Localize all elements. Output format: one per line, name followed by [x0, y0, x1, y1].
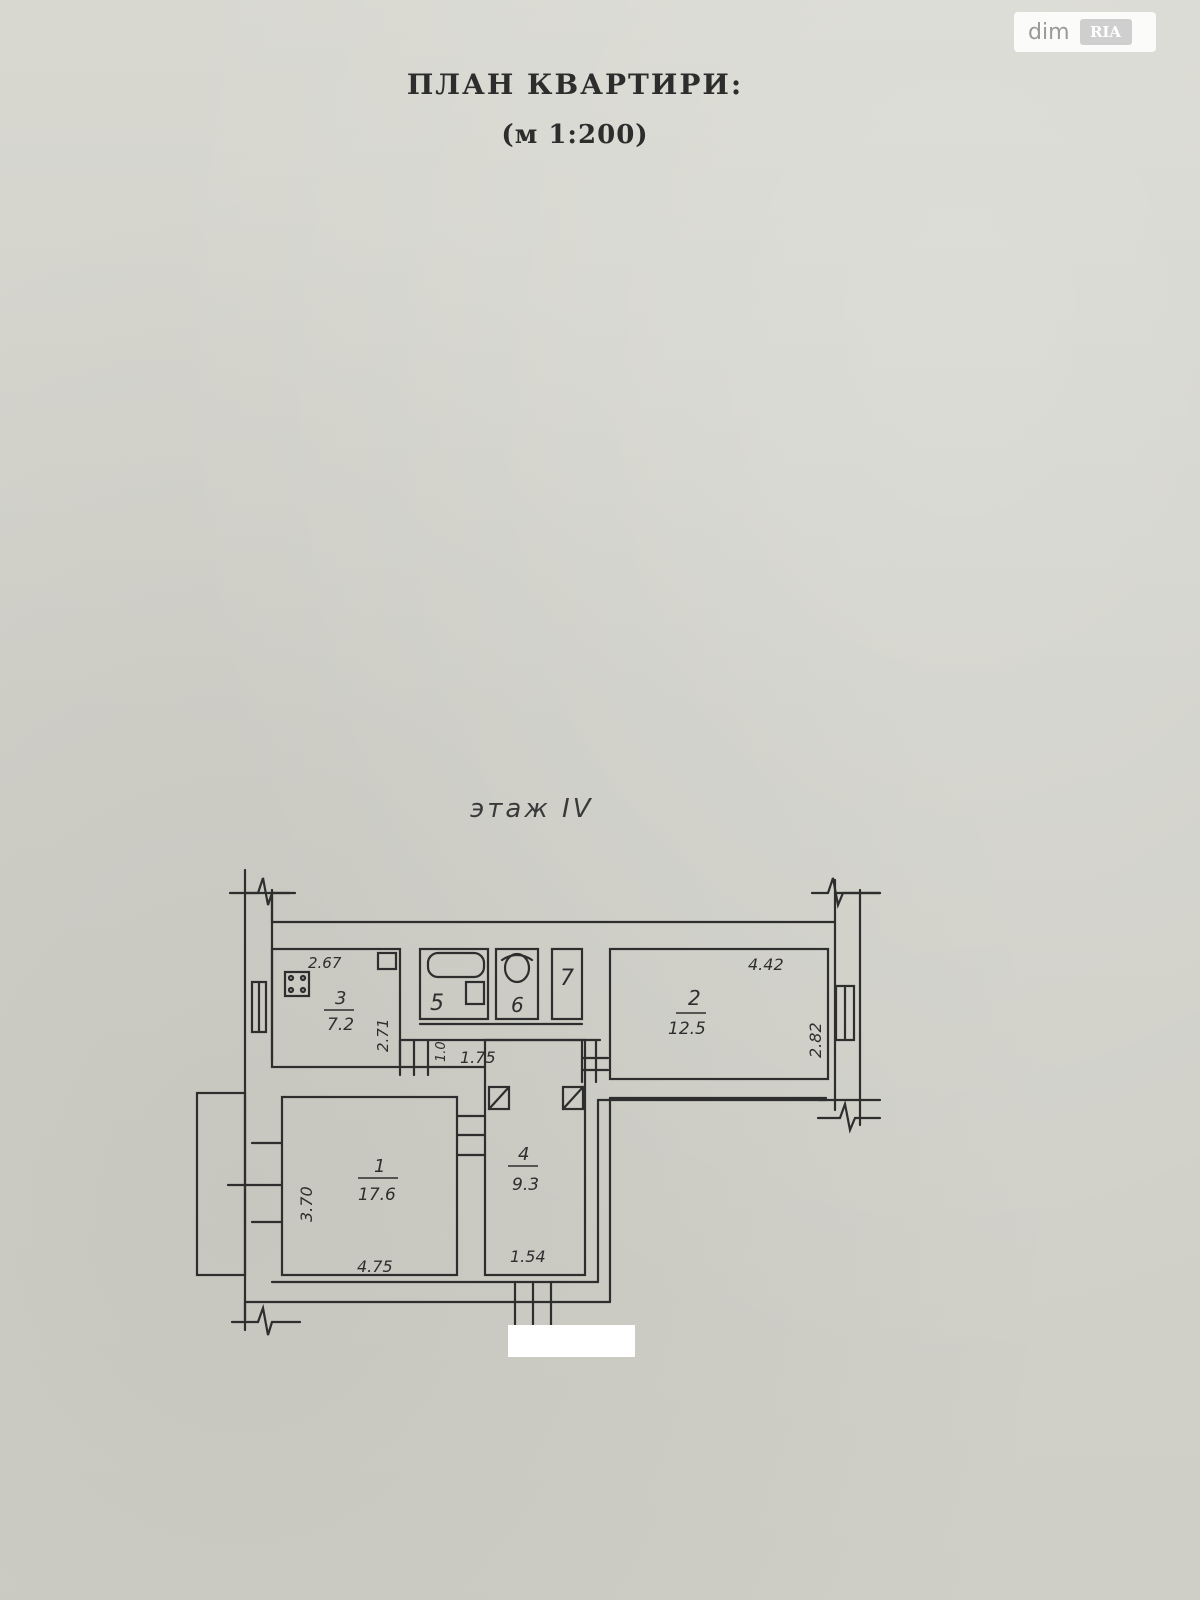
room-7-number: 7 [560, 966, 574, 991]
break-mark-top-left [228, 877, 297, 906]
toilet-icon [500, 952, 534, 984]
room-1-dim-b: 4.75 [357, 1257, 393, 1276]
entrance-door [513, 1280, 553, 1327]
room-2-number: 2 [688, 986, 701, 1010]
room-3-area: 7.2 [327, 1015, 354, 1035]
room-2-dim-b: 2.82 [806, 1022, 825, 1058]
room-6-number: 6 [511, 993, 524, 1017]
watermark-brand: dim [1028, 19, 1070, 45]
vent-shaft-left [487, 1085, 511, 1111]
room-3-number: 3 [335, 988, 346, 1009]
room-3-dim-b: 2.71 [374, 1019, 392, 1052]
watermark-logo: dim RIA [1014, 12, 1156, 52]
break-mark-bottom-left [230, 1303, 302, 1336]
room-4-dim-b: 1.54 [510, 1247, 546, 1266]
room-5-number: 5 [430, 991, 444, 1016]
vent-shaft-right [561, 1085, 585, 1111]
bathtub-icon [426, 951, 486, 979]
break-mark-top-right [810, 877, 882, 909]
document-title: ПЛАН КВАРТИРИ: [406, 68, 744, 101]
room-7-outline [550, 947, 584, 1021]
closet-dim: 1.0 [434, 1041, 449, 1062]
room-2-outline [608, 947, 830, 1081]
floor-label: этаж IV [470, 794, 594, 824]
room-4-number: 4 [518, 1144, 529, 1165]
room-2-area: 12.5 [668, 1019, 706, 1039]
room-4-area: 9.3 [512, 1175, 539, 1195]
wall-outer-top [243, 891, 837, 924]
room-1-dim-a: 3.70 [297, 1186, 316, 1222]
document-scale: (м 1:200) [501, 120, 649, 150]
room-6-outline [494, 947, 540, 1021]
watermark-badge: RIA [1079, 19, 1132, 45]
redaction-box [508, 1325, 635, 1357]
room-3-outline [270, 947, 402, 1069]
room-4-dim-a: 1.75 [460, 1048, 496, 1067]
break-mark-bottom-right [816, 1099, 882, 1134]
room-5-outline [418, 947, 490, 1021]
sink-icon [376, 951, 398, 971]
room-2-dim-a: 4.42 [748, 955, 784, 974]
stove-icon [283, 970, 311, 998]
room-3-dim-a: 2.67 [308, 954, 342, 972]
room-1-number: 1 [374, 1156, 385, 1177]
room-1-area: 17.6 [358, 1185, 396, 1205]
room-4-outline [483, 1038, 587, 1277]
